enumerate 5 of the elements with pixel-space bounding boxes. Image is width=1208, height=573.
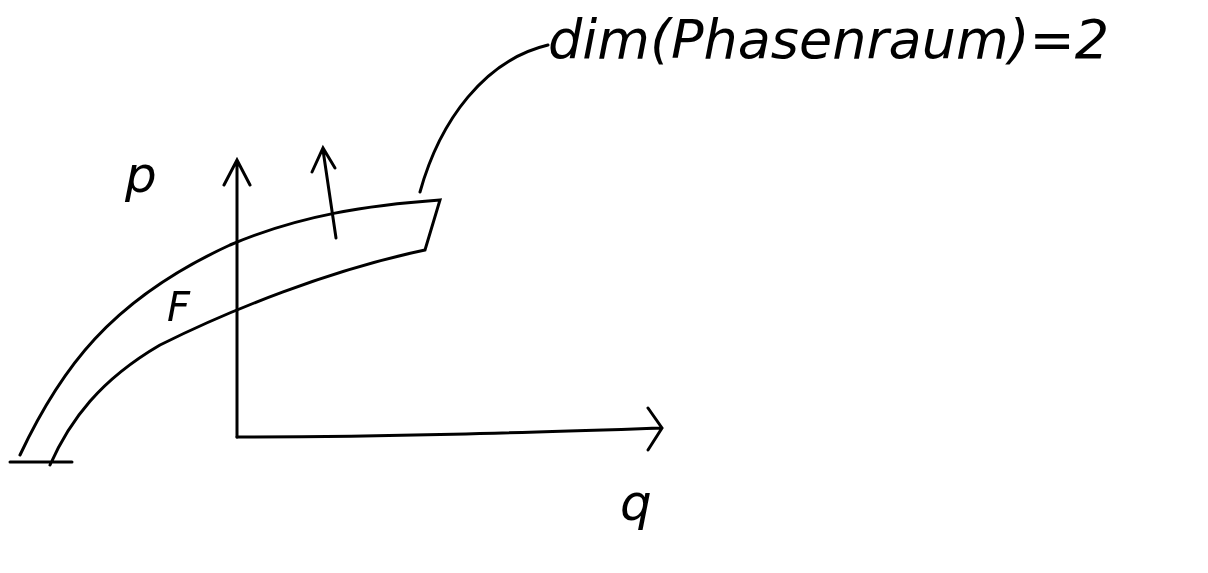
axis-label: p (125, 150, 157, 200)
band-label: F (167, 287, 190, 327)
annotation-text: dim(Phasenraum)=2 (548, 8, 1110, 73)
axis-label: q (620, 478, 652, 528)
leader-line (418, 43, 550, 194)
